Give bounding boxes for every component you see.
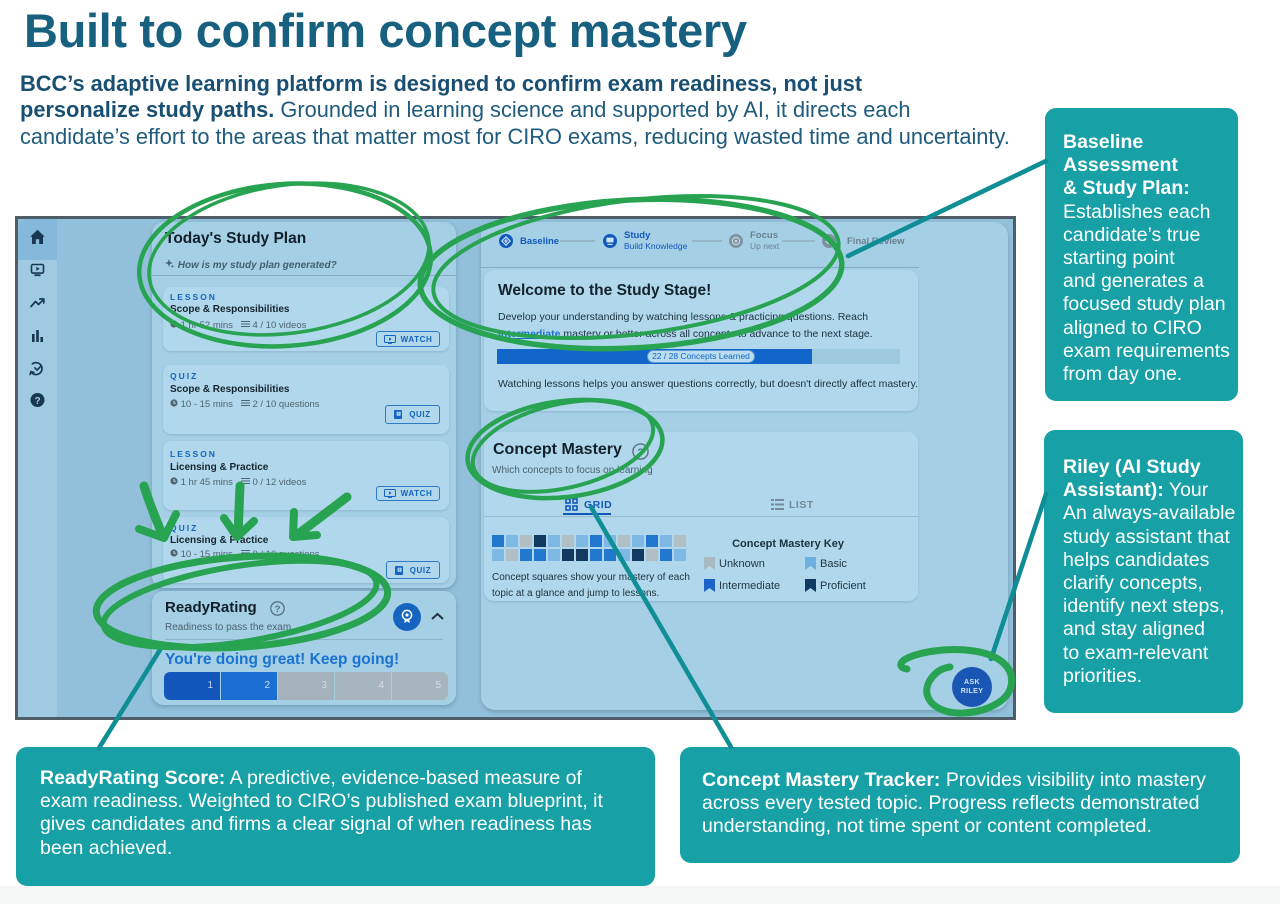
svg-text:?: ?: [397, 411, 400, 416]
svg-text:?: ?: [275, 604, 281, 615]
svg-text:?: ?: [637, 446, 643, 458]
svg-text:?: ?: [398, 567, 401, 572]
svg-text:?: ?: [34, 396, 40, 407]
